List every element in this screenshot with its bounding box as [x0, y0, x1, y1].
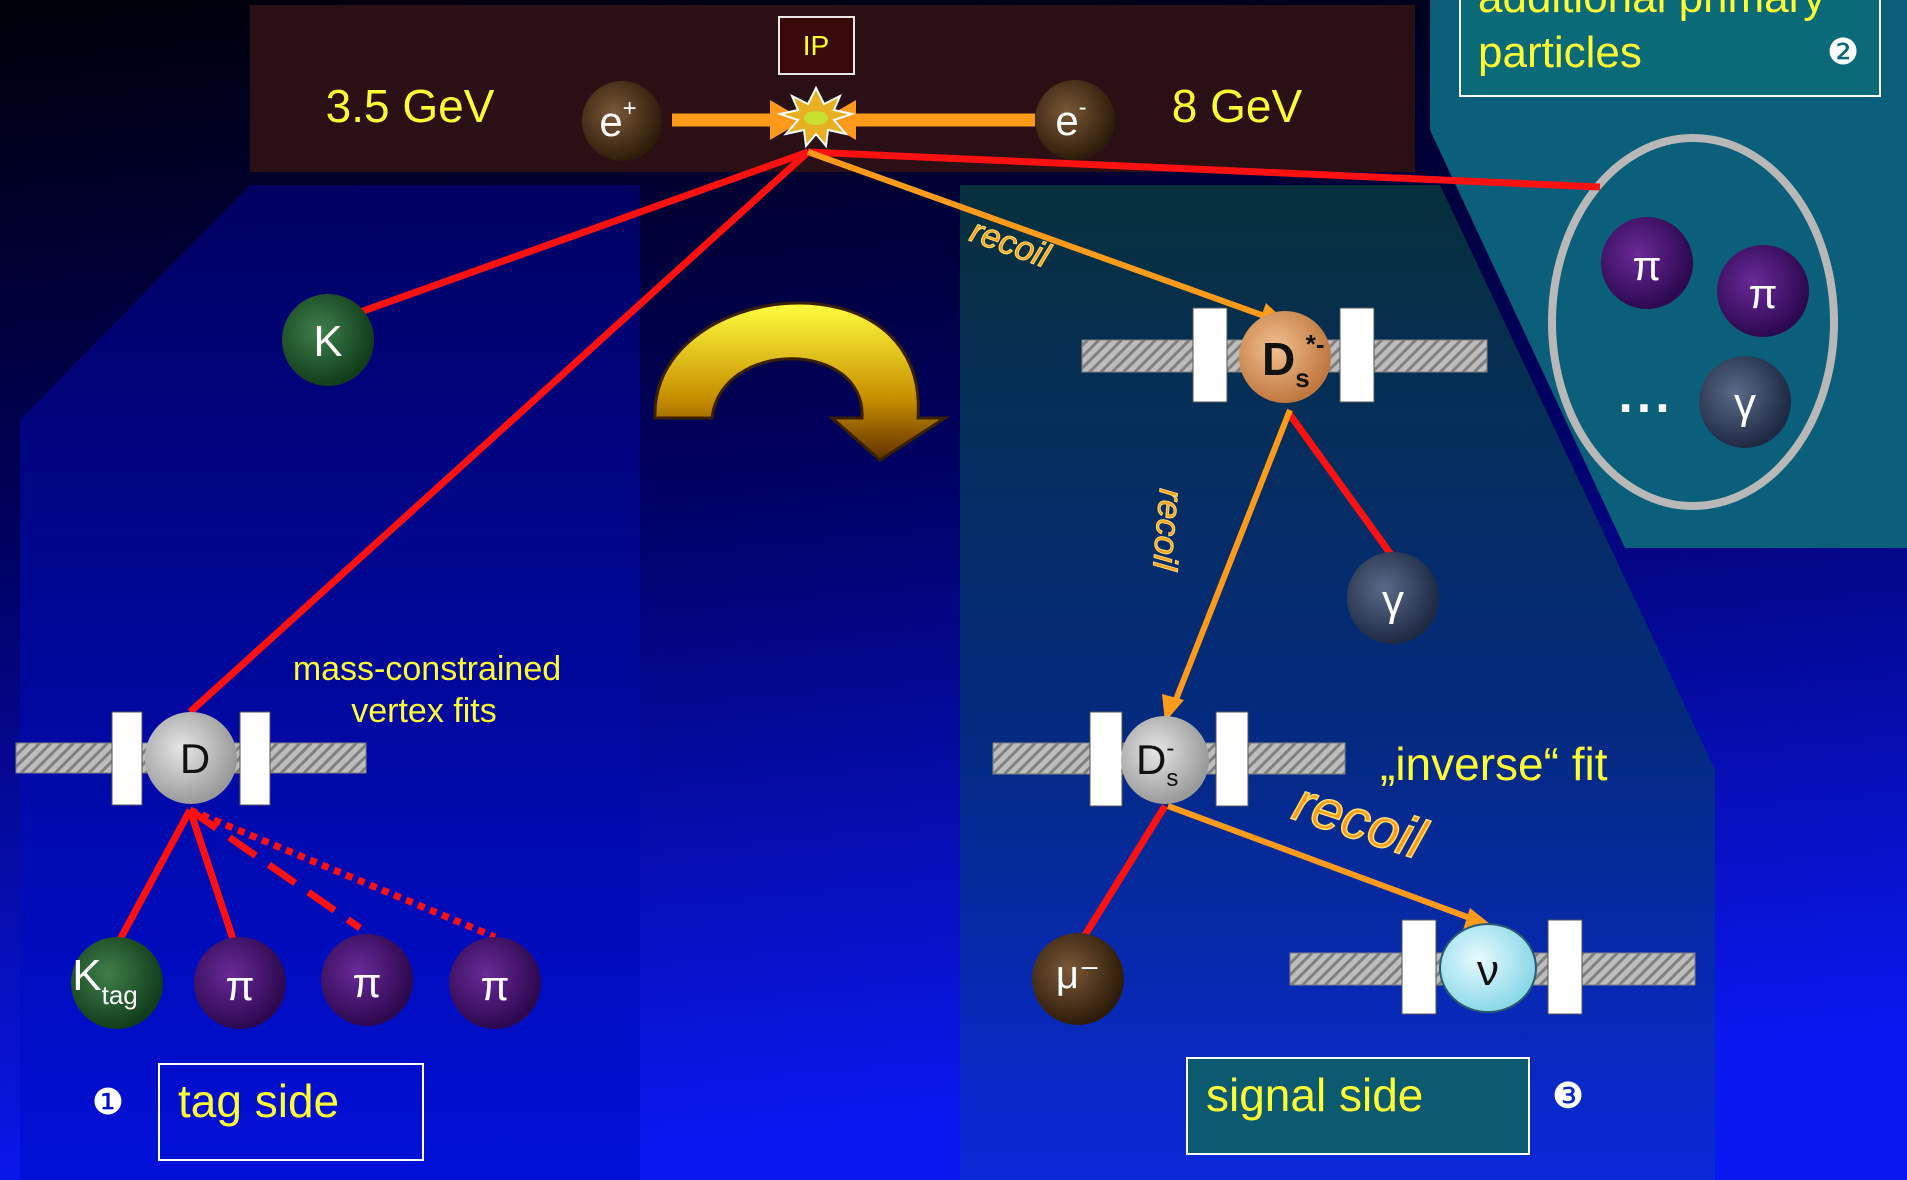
- ip-label-box: [778, 16, 855, 75]
- inverse-fit-label: „inverse“ fit: [1380, 738, 1608, 790]
- reconstruction-curved-arrow: [653, 301, 951, 462]
- d-right-plate: [239, 711, 271, 806]
- recoil-dsstar-ds-arrowhead: [1162, 694, 1184, 722]
- track-ip-kaon: [350, 148, 810, 319]
- primary-box-line2: particles: [1478, 28, 1642, 77]
- track-dsstar-gamma: [1285, 409, 1398, 563]
- fit-label-line2: vertex fits: [351, 692, 496, 730]
- neutrino-left-plate: [1401, 919, 1437, 1015]
- positron-beam-arrowhead: [770, 100, 804, 140]
- tag-pion-2-label: π: [353, 959, 382, 1006]
- primary-gamma: [1699, 356, 1791, 448]
- right-beam-energy: 8 GeV: [1172, 80, 1303, 132]
- ktag-particle: [71, 937, 163, 1029]
- d-vertex-detector: D: [15, 711, 367, 806]
- ds-particle: [1121, 716, 1209, 804]
- d-left-plate: [111, 711, 143, 806]
- d-decay-tracks: [113, 806, 497, 947]
- primary-particles-box: [1459, 0, 1881, 97]
- signal-gamma-particle: [1347, 552, 1439, 644]
- kaon-particle: [282, 294, 374, 386]
- marker-three: ❸: [1552, 1075, 1584, 1116]
- neutrino-particle: [1439, 923, 1537, 1013]
- electron-particle: [1035, 80, 1115, 160]
- signal-side-label: signal side: [1206, 1069, 1423, 1121]
- left-beam-energy: 3.5 GeV: [326, 80, 495, 132]
- track-ip-d: [187, 149, 811, 715]
- positron-label: e+: [599, 95, 636, 145]
- kaon-label: K: [313, 317, 342, 366]
- primary-pion-2-label: π: [1749, 270, 1778, 317]
- ds-vertex-detector: Ds-: [992, 711, 1346, 807]
- recoil-ip-dsstar: [806, 149, 1272, 321]
- beam-arrows: [672, 100, 1035, 140]
- tag-side-box: [158, 1063, 424, 1161]
- marker-one: ❶: [92, 1081, 124, 1122]
- recoil-label-2: recoil: [1145, 487, 1190, 573]
- ds-right-plate: [1215, 711, 1249, 807]
- primary-pion-1: [1601, 217, 1693, 309]
- primary-particles-ellipse: [1548, 134, 1838, 510]
- track-ds-muon: [1079, 804, 1168, 942]
- signal-gamma-label: γ: [1382, 576, 1404, 625]
- primary-pion-1-label: π: [1633, 242, 1662, 289]
- dsstar-left-plate: [1192, 307, 1228, 403]
- neutrino-label: ν: [1477, 946, 1499, 995]
- dsstar-right-plate: [1339, 307, 1375, 403]
- neutrino-vertex-detector: ν: [1289, 919, 1696, 1015]
- tag-pion-3: [449, 937, 541, 1029]
- tag-pion-2: [321, 934, 413, 1026]
- ds-left-plate: [1089, 711, 1123, 807]
- marker-two: ❷: [1827, 31, 1859, 72]
- fit-label-line1: mass-constrained: [293, 650, 561, 688]
- ds-label: Ds-: [1136, 735, 1178, 792]
- muon-particle: [1032, 933, 1124, 1025]
- track-d-ktag: [113, 808, 194, 947]
- primary-pion-2: [1717, 245, 1809, 337]
- signal-side-panel: [960, 185, 1715, 1180]
- ip-core: [804, 111, 828, 125]
- tag-pion-1-label: π: [226, 962, 255, 1009]
- muon-label: μ⁻: [1056, 953, 1100, 997]
- primary-gamma-label: γ: [1734, 379, 1756, 428]
- dsstar-vertex-detector: Ds*-: [1081, 307, 1488, 403]
- positron-particle: [582, 81, 662, 161]
- tag-side-label: tag side: [178, 1075, 339, 1127]
- tag-pion-1: [194, 937, 286, 1029]
- ktag-label: Ktag: [72, 951, 138, 1010]
- recoil-ds-neutrino: [1166, 803, 1472, 921]
- primary-more-dots: ...: [1618, 366, 1673, 424]
- track-ip-primary: [807, 148, 1601, 191]
- electron-label: e-: [1055, 94, 1086, 144]
- ip-label: IP: [803, 30, 829, 61]
- d-meson-particle: [145, 712, 237, 804]
- electron-beam-arrowhead: [822, 100, 856, 140]
- ip-tracks: [187, 148, 1601, 715]
- primary-box-line1: additional primary: [1478, 0, 1825, 22]
- tag-pion-3-label: π: [481, 962, 510, 1009]
- dsstar-label: Ds*-: [1262, 329, 1324, 393]
- dsstar-particle: [1239, 311, 1331, 403]
- track-d-pi1: [186, 808, 239, 947]
- d-meson-label: D: [180, 735, 210, 782]
- track-d-pi3: [188, 806, 497, 941]
- signal-side-box: [1186, 1057, 1530, 1155]
- track-d-pi2: [188, 807, 362, 931]
- recoil-dsstar-ds: [1172, 408, 1293, 704]
- neutrino-right-plate: [1547, 919, 1583, 1015]
